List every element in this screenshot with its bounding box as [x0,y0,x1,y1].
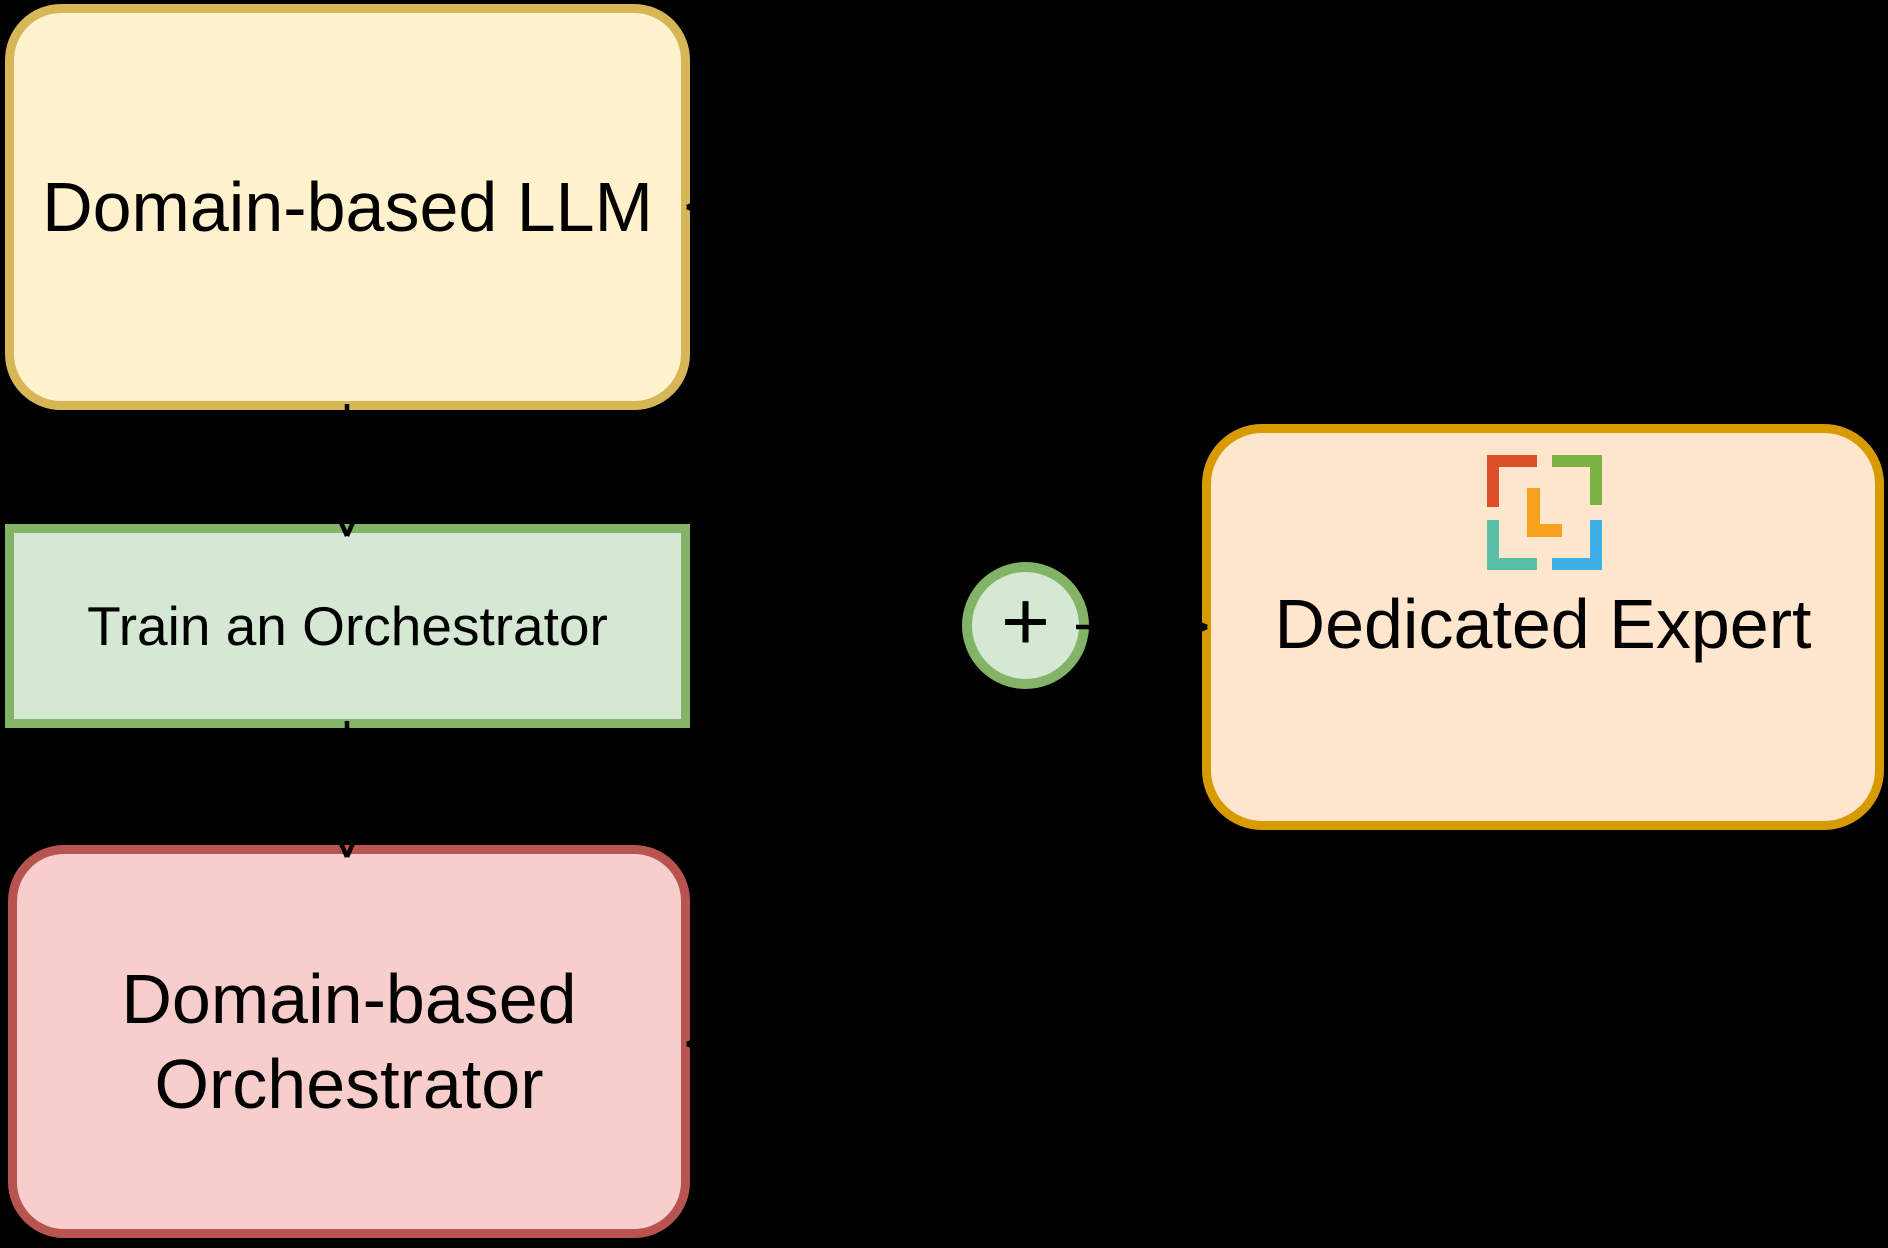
plus-icon: + [1000,574,1051,668]
node-train-an-orchestrator: Train an Orchestrator [5,524,690,728]
edge-llm-to-train-orchestrator [333,404,361,537]
node-domain-based-orchestrator-label-line1: Domain-based [121,959,577,1038]
node-domain-based-orchestrator-label-line2: Orchestrator [154,1044,544,1123]
node-train-an-orchestrator-label: Train an Orchestrator [87,595,608,657]
edge-dedicated-expert-to-domain-orchestrator [686,625,1205,1058]
corner-brackets-logo-icon [1487,455,1602,570]
node-domain-based-orchestrator: Domain-based Orchestrator [8,845,690,1238]
edge-train-orchestrator-to-domain-orchestrator [333,721,361,858]
node-plus-merge: + [962,562,1089,689]
edge-plus-to-dedicated-expert [1076,613,1208,641]
node-dedicated-expert-label: Dedicated Expert [1274,585,1812,663]
node-dedicated-expert: Dedicated Expert [1202,424,1884,830]
node-domain-based-llm-label: Domain-based LLM [42,168,653,246]
node-domain-based-llm: Domain-based LLM [5,4,690,410]
edge-dedicated-expert-to-llm [686,193,1205,629]
